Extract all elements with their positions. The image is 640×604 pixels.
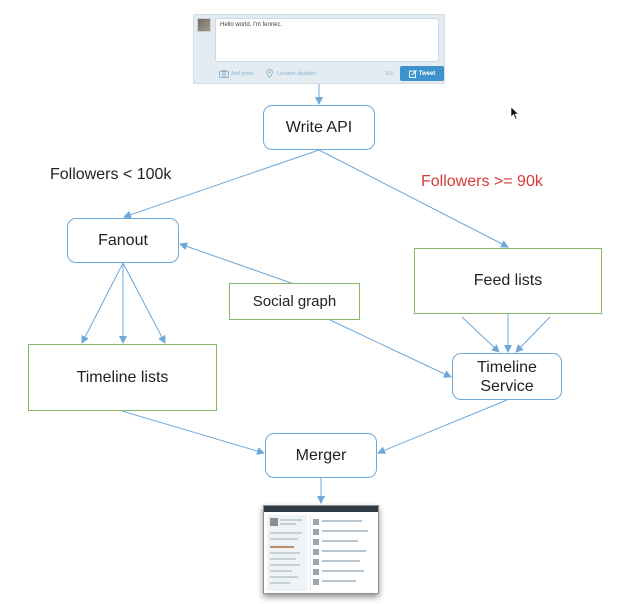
arrow-timeline-lists-to-merger (121, 410, 265, 455)
thumbnail-feed-line (322, 530, 368, 532)
thumbnail-feed-avatar (313, 529, 319, 535)
arrow-feed-lists-to-timeline-service-3 (515, 316, 551, 353)
thumbnail-feed-avatar (313, 579, 319, 585)
arrow-write-api-to-fanout (123, 149, 320, 219)
home-timeline-thumbnail (263, 505, 379, 594)
thumbnail-feed (310, 515, 375, 591)
tweet-text-input[interactable]: Hello world, I'm fennec. (215, 18, 439, 62)
social-graph-node: Social graph (229, 283, 360, 320)
merger-node: Merger (265, 433, 377, 478)
timeline-service-node: Timeline Service (452, 353, 562, 400)
arrow-social-graph-to-timeline-service (329, 319, 452, 378)
arrow-fanout-to-timeline-lists-3 (122, 262, 166, 344)
thumbnail-feed-avatar (313, 549, 319, 555)
arrow-write-api-to-feed-lists (318, 149, 509, 248)
thumbnail-line (270, 532, 302, 534)
timeline-service-label-line1: Timeline (477, 358, 537, 376)
thumbnail-feed-avatar (313, 519, 319, 525)
mouse-cursor-icon (510, 106, 520, 120)
thumbnail-line (270, 576, 298, 578)
thumbnail-line (270, 538, 298, 540)
location-icon[interactable] (266, 69, 273, 78)
arrow-timeline-service-to-merger (377, 399, 508, 455)
thumbnail-avatar (270, 518, 278, 526)
followers-low-label: Followers < 100k (50, 166, 172, 183)
tweet-compose-box: Hello world, I'm fennec. Add photo Locat… (193, 14, 445, 84)
fanout-node: Fanout (67, 218, 179, 263)
avatar (197, 18, 211, 32)
feed-lists-node: Feed lists (414, 248, 602, 314)
thumbnail-line (270, 582, 290, 584)
followers-high-label: Followers >= 90k (421, 173, 543, 190)
timeline-lists-label: Timeline lists (76, 368, 169, 386)
character-count: 116 (385, 71, 393, 77)
thumbnail-feed-line (322, 570, 364, 572)
thumbnail-top-bar (264, 506, 378, 512)
thumbnail-line (270, 552, 300, 554)
timeline-service-label-line2: Service (480, 377, 534, 395)
tweet-button-label: Tweet (418, 70, 436, 77)
social-graph-label: Social graph (252, 292, 337, 310)
thumbnail-feed-line (322, 520, 362, 522)
thumbnail-feed-avatar (313, 559, 319, 565)
add-photo-link[interactable]: Add photo (231, 71, 254, 77)
arrow-feed-lists-to-timeline-service-1 (461, 316, 500, 353)
thumbnail-feed-avatar (313, 539, 319, 545)
location-toggle[interactable]: Location disabled (277, 71, 316, 77)
timeline-lists-node: Timeline lists (28, 344, 217, 411)
feed-lists-label: Feed lists (473, 272, 543, 289)
thumbnail-line (280, 519, 302, 521)
thumbnail-line (270, 546, 294, 548)
tweet-button[interactable]: Tweet (400, 66, 444, 81)
compose-icon (408, 69, 417, 78)
write-api-label: Write API (285, 118, 353, 136)
fanout-label: Fanout (98, 231, 148, 249)
thumbnail-feed-line (322, 550, 366, 552)
thumbnail-line (270, 570, 292, 572)
arrow-fanout-to-timeline-lists-1 (81, 262, 124, 344)
camera-icon[interactable] (219, 70, 229, 78)
thumbnail-feed-line (322, 540, 358, 542)
write-api-node: Write API (263, 105, 375, 150)
thumbnail-feed-avatar (313, 569, 319, 575)
merger-label: Merger (295, 446, 347, 464)
thumbnail-feed-line (322, 560, 360, 562)
thumbnail-line (270, 558, 296, 560)
arrow-social-graph-to-fanout (179, 242, 295, 285)
thumbnail-feed-line (322, 580, 356, 582)
thumbnail-line (270, 564, 300, 566)
thumbnail-line (280, 523, 296, 525)
